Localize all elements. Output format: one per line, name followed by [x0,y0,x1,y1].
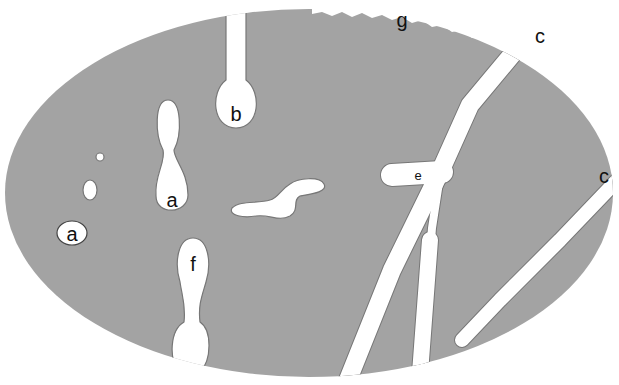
part-letter: c [599,166,609,186]
grey-body [5,9,613,377]
ragged-edge [312,0,520,50]
channels [340,15,619,385]
part-letter: e [414,169,421,182]
holes [57,0,325,385]
part-letter: g [396,10,407,30]
channel-outlines [340,15,619,385]
part-letter: c [535,26,545,46]
part-letter: f [190,254,196,274]
part-letter: a [166,190,177,210]
part-letter: b [230,104,241,124]
part-letter: a [66,224,77,244]
